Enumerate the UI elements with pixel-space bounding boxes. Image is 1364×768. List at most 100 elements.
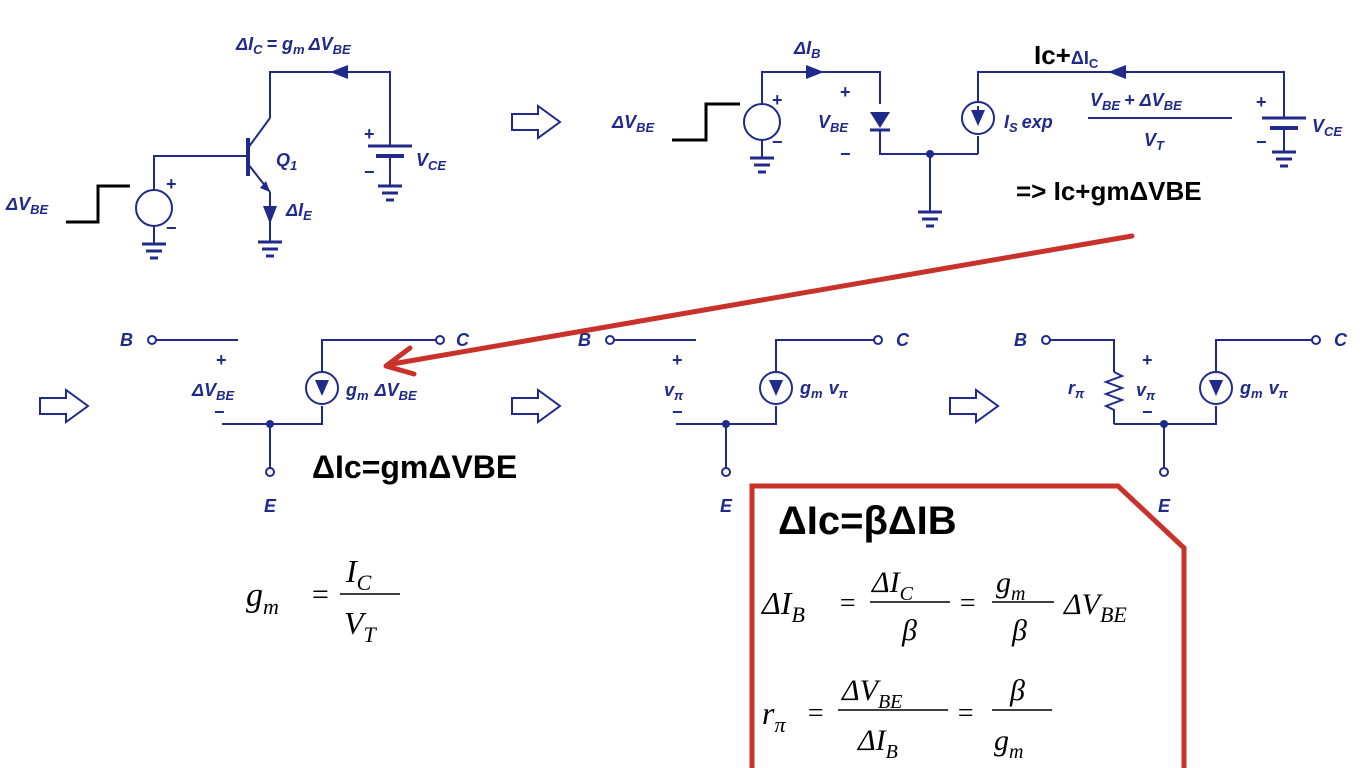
- node-b-label: B: [1014, 330, 1027, 350]
- dib-lhs: ΔIB: [760, 585, 805, 627]
- emitter-wire: [222, 406, 323, 425]
- next-step-arrow: [39, 388, 90, 424]
- emitter-arrow: [260, 181, 270, 192]
- gm-equals: =: [310, 578, 330, 611]
- label-rpi: rπ: [1068, 378, 1085, 401]
- transistor-collector-leg: [247, 117, 271, 149]
- gm-denominator: gm: [994, 724, 1023, 763]
- gm-lhs: gm: [246, 577, 279, 619]
- collector-wire: [977, 71, 1285, 106]
- current-source-arrow: [769, 380, 783, 396]
- beta-denominator: β: [1011, 614, 1027, 647]
- gm-numerator: IC: [345, 553, 372, 595]
- next-step-arrow: [511, 388, 562, 424]
- emitter-wire: [1114, 406, 1217, 425]
- exp-numerator: VBE+ ΔVBE: [1090, 90, 1182, 113]
- emitter-wire: [879, 130, 978, 155]
- exp-denominator: VT: [1144, 130, 1165, 153]
- step-waveform: [672, 102, 740, 142]
- ground-symbol: [142, 242, 166, 260]
- hand-ic-plus: Ic+ΔIC: [1034, 40, 1099, 71]
- current-source-arrow: [1209, 380, 1223, 396]
- port-plus: +: [1142, 350, 1153, 370]
- node-c-terminal: [873, 335, 883, 345]
- base-wire: [153, 155, 248, 190]
- annotation-arrow: [383, 233, 1135, 377]
- current-arrow-ie: [263, 206, 277, 224]
- next-step-arrow: [511, 104, 562, 140]
- equals: =: [838, 588, 857, 619]
- gm-denominator: VT: [344, 605, 378, 647]
- diode-minus: −: [840, 144, 851, 164]
- collector-wire: [775, 339, 874, 372]
- ground-symbol: [750, 156, 774, 174]
- current-arrow-ic: [330, 65, 348, 79]
- equals: =: [806, 698, 825, 729]
- node-c-terminal: [435, 335, 445, 345]
- ground-symbol: [918, 210, 942, 228]
- current-arrow-ic: [1108, 65, 1126, 79]
- node-c-terminal: [1311, 335, 1321, 345]
- current-source-arrow: [971, 110, 985, 126]
- label-dvbe-input: ΔVBE: [5, 194, 48, 217]
- gm-numerator: gm: [996, 566, 1025, 605]
- collector-wire: [321, 339, 436, 372]
- label-vbe: VBE: [818, 112, 848, 135]
- step-waveform: [66, 184, 130, 224]
- ground-symbol: [258, 240, 282, 258]
- box-title: ΔIc=βΔIB: [778, 499, 957, 543]
- base-wire: [1050, 339, 1115, 372]
- current-source-arrow: [315, 380, 329, 396]
- box-outline: [749, 483, 1187, 768]
- battery-minus: −: [364, 162, 375, 182]
- circuit-diode-model: ΔVBE + − ΔIB + VBE −: [611, 38, 1342, 228]
- node-e-terminal: [265, 467, 275, 477]
- dib-denominator: ΔIB: [857, 724, 898, 763]
- node-b-label: B: [120, 330, 133, 350]
- source-minus: −: [166, 218, 177, 238]
- label-vpi: vπ: [664, 380, 684, 403]
- collector-wire: [1215, 339, 1312, 372]
- source-plus: +: [772, 90, 783, 110]
- node-b-label: B: [578, 330, 591, 350]
- label-dvbe: ΔVBE: [191, 380, 234, 403]
- beta-numerator: β: [1009, 674, 1025, 707]
- next-step-arrow: [949, 388, 1000, 424]
- derivation-box: ΔIc=βΔIB ΔIB = ΔIC β = gm β ΔVBE rπ = ΔV…: [749, 483, 1187, 768]
- dvbe-term: ΔVBE: [1063, 588, 1127, 627]
- label-dvbe-input: ΔVBE: [611, 112, 654, 135]
- port-plus: +: [672, 350, 683, 370]
- port-minus: −: [672, 402, 683, 422]
- label-delta-ib: ΔIB: [793, 38, 820, 61]
- node-e-label: E: [1158, 496, 1171, 516]
- node-c-label: C: [896, 330, 910, 350]
- source-minus: −: [772, 132, 783, 152]
- ground-symbol: [1272, 150, 1296, 168]
- node-b-terminal: [605, 335, 615, 345]
- diode-triangle: [870, 112, 890, 128]
- dic-numerator: ΔIC: [871, 566, 914, 605]
- hand-dic-eq: ΔIc=gmΔVBE: [312, 449, 517, 485]
- node-e-label: E: [264, 496, 277, 516]
- label-q1: Q1: [276, 150, 297, 173]
- label-vpi: vπ: [1136, 380, 1156, 403]
- node-c-label: C: [1334, 330, 1348, 350]
- battery-plus: +: [1256, 92, 1267, 112]
- ground-symbol: [378, 184, 402, 202]
- port-minus: −: [214, 402, 225, 422]
- label-vce: VCE: [1312, 116, 1342, 139]
- port-plus: +: [216, 350, 227, 370]
- current-arrow-ib: [806, 65, 824, 79]
- resistor-rpi: [1103, 371, 1125, 424]
- equals: =: [956, 698, 975, 729]
- port-minus: −: [1142, 402, 1153, 422]
- node-e-terminal: [1159, 467, 1169, 477]
